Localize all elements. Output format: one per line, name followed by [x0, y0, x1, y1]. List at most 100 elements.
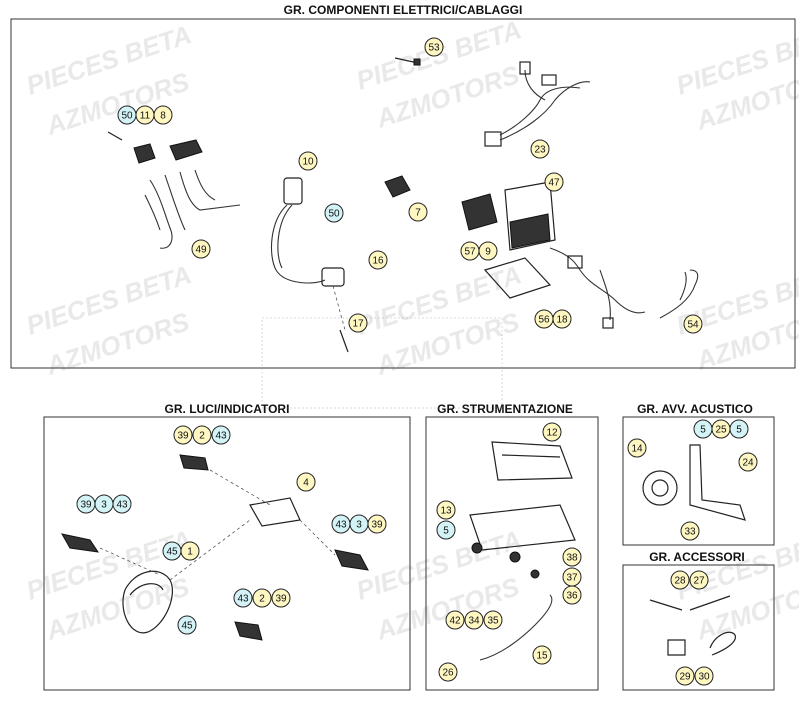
callout-number: 39 — [177, 431, 189, 442]
sensor-17 — [339, 329, 349, 353]
callout-number: 2 — [259, 594, 265, 605]
callout-badge: 18 — [552, 309, 572, 329]
callout-number: 24 — [742, 458, 754, 469]
callout-circle — [368, 250, 388, 270]
callout-circle — [173, 425, 193, 445]
callout-circle — [738, 452, 758, 472]
harness-54b — [679, 271, 687, 301]
callout-circle — [562, 547, 582, 567]
callout-circle — [180, 541, 200, 561]
harness-23 — [499, 86, 581, 136]
callout-badge: 39 — [76, 494, 96, 514]
callout-number: 43 — [116, 500, 128, 511]
headlight — [122, 570, 174, 634]
callout-circle — [436, 500, 456, 520]
harness-49b — [164, 174, 186, 231]
callout-badge: 54 — [683, 314, 703, 334]
frame-strumentazione — [425, 416, 599, 691]
callout-badge: 43 — [211, 425, 231, 445]
callout-badge: 45 — [177, 615, 197, 635]
callout-number: 16 — [372, 256, 384, 267]
callout-badge: 37 — [562, 567, 582, 587]
callout-badge: 36 — [562, 585, 582, 605]
callout-badge: 5 — [729, 419, 749, 439]
callout-number: 17 — [352, 319, 364, 330]
callout-circle — [680, 521, 700, 541]
connector — [567, 255, 583, 269]
callout-number: 42 — [449, 616, 461, 627]
connector — [602, 317, 614, 329]
callout-badge: 43 — [112, 494, 132, 514]
callout-badge: 2 — [252, 588, 272, 608]
callout-number: 53 — [428, 43, 440, 54]
switch-8 — [169, 139, 203, 161]
callout-number: 47 — [548, 178, 560, 189]
washer — [530, 569, 540, 579]
callout-badge: 16 — [368, 250, 388, 270]
sensor-16 — [321, 267, 345, 287]
callout-circle — [367, 514, 387, 534]
callout-number: 10 — [302, 157, 314, 168]
leader — [99, 547, 161, 576]
callout-badge: 11 — [135, 105, 155, 125]
callout-circle — [191, 239, 211, 259]
callout-number: 30 — [698, 672, 710, 683]
callout-badge: 12 — [542, 422, 562, 442]
callout-number: 14 — [631, 444, 643, 455]
callout-number: 50 — [328, 209, 340, 220]
callout-number: 12 — [546, 428, 558, 439]
callout-number: 13 — [440, 506, 452, 517]
callout-number: 5 — [736, 425, 742, 436]
callout-circle — [530, 139, 550, 159]
callout-circle — [233, 588, 253, 608]
callout-number: 43 — [237, 594, 249, 605]
callout-number: 3 — [101, 500, 107, 511]
callout-badge: 3 — [94, 494, 114, 514]
callout-circle — [729, 419, 749, 439]
harness-54 — [659, 269, 699, 319]
sensor-cable — [270, 204, 326, 284]
callout-number: 57 — [464, 247, 476, 258]
clip-29 — [667, 639, 686, 656]
nut — [509, 551, 521, 563]
section-frames — [10, 18, 796, 691]
parts-accessori — [649, 595, 736, 656]
section-title-strumentazione: GR. STRUMENTAZIONE — [437, 402, 573, 416]
callout-number: 26 — [442, 668, 454, 679]
part-9 — [509, 213, 551, 249]
callout-badge: 7 — [408, 202, 428, 222]
callout-number: 25 — [715, 425, 727, 436]
parts-strumentazione — [469, 441, 576, 661]
sensor-cable-b — [277, 204, 293, 269]
callout-number: 15 — [536, 651, 548, 662]
callout-circle — [532, 645, 552, 665]
callout-number: 45 — [181, 621, 193, 632]
callout-badge: 42 — [445, 610, 465, 630]
callout-number: 2 — [199, 431, 205, 442]
callout-badge: 47 — [544, 172, 564, 192]
callout-circle — [408, 202, 428, 222]
callout-badge: 3 — [349, 514, 369, 534]
callout-badge: 17 — [348, 313, 368, 333]
callout-number: 3 — [356, 520, 362, 531]
callout-circle — [296, 472, 316, 492]
callout-number: 23 — [534, 145, 546, 156]
callout-number: 43 — [335, 520, 347, 531]
frame-luci — [43, 416, 411, 691]
callout-circle — [683, 314, 703, 334]
callout-badge: 53 — [424, 37, 444, 57]
harness-18b — [599, 269, 611, 321]
leader — [299, 519, 336, 556]
headlight-detail — [129, 583, 164, 596]
nut — [471, 542, 483, 554]
leader — [169, 519, 251, 581]
horn-center — [651, 479, 669, 497]
harness-49 — [149, 179, 173, 249]
callout-circle — [464, 610, 484, 630]
callout-badge: 29 — [675, 666, 695, 686]
part-57 — [461, 193, 498, 231]
callout-number: 1 — [187, 547, 193, 558]
callout-badge: 10 — [298, 151, 318, 171]
callout-number: 27 — [693, 576, 705, 587]
callout-number: 39 — [371, 520, 383, 531]
